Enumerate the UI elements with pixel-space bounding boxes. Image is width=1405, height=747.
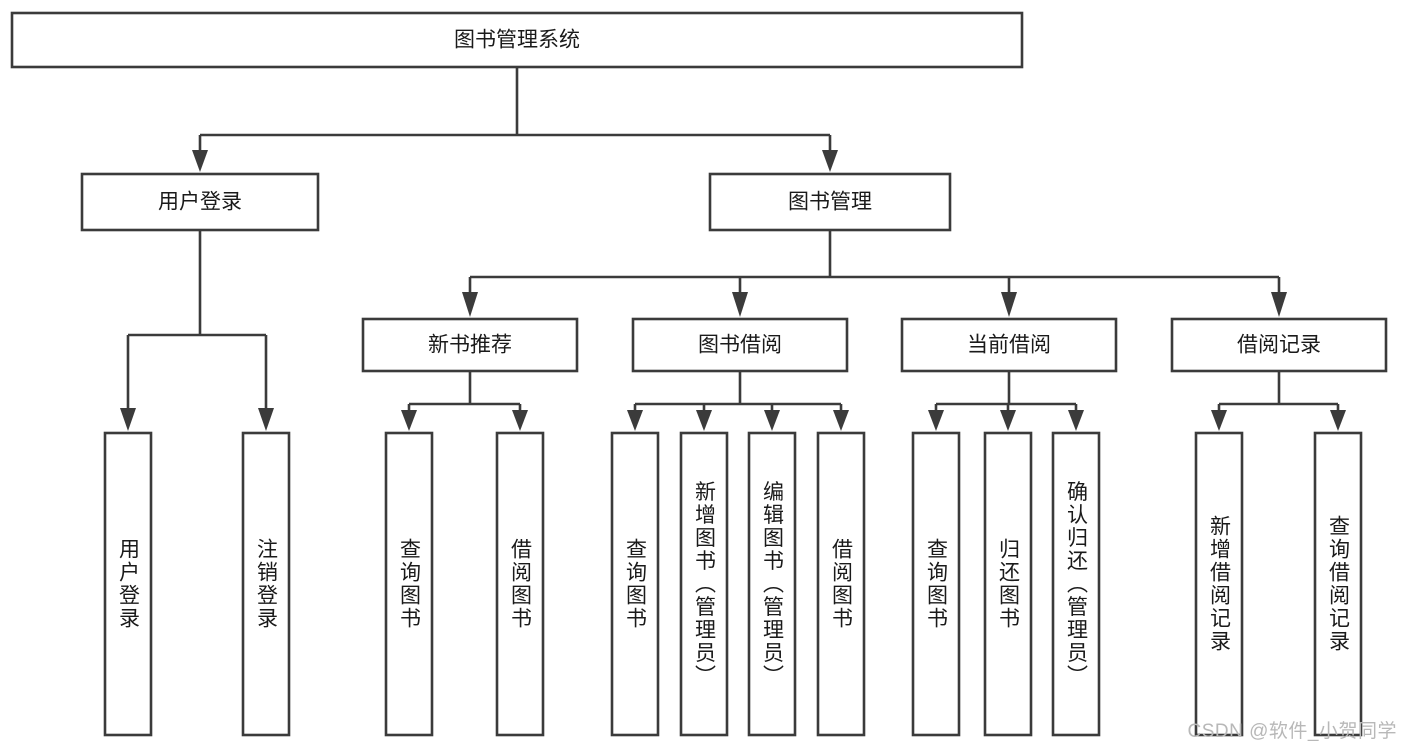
node-borrow-record-label: 借阅记录 (1237, 334, 1321, 357)
node-book-manage-label: 图书管理 (788, 191, 872, 214)
node-user-login[interactable]: 用户登录 (80, 172, 320, 232)
node-leaf-borrow-book-2[interactable]: 借阅图书 (816, 431, 866, 737)
node-book-borrow-box[interactable] (631, 317, 849, 373)
node-leaf-borrow-book-2-label: 借阅图书 (830, 538, 854, 630)
node-leaf-user-logout-box[interactable] (241, 431, 291, 737)
node-current-borrow-box[interactable] (900, 317, 1118, 373)
node-user-login-label: 用户登录 (158, 191, 242, 214)
node-leaf-add-book-label: 新增图书（管理员） (693, 481, 717, 688)
arrowhead-to-leaf-user-logout (258, 408, 274, 431)
node-book-borrow[interactable]: 图书借阅 (631, 317, 849, 373)
node-current-borrow-label: 当前借阅 (967, 334, 1051, 357)
node-new-book-rec-label: 新书推荐 (428, 334, 512, 357)
node-leaf-user-logout-label: 注销登录 (255, 538, 279, 630)
node-current-borrow[interactable]: 当前借阅 (900, 317, 1118, 373)
arrowhead-to-leaf-user-login (120, 408, 136, 431)
node-leaf-add-record-box[interactable] (1194, 431, 1244, 737)
node-leaf-add-record[interactable]: 新增借阅记录 (1194, 431, 1244, 737)
node-leaf-confirm-return[interactable]: 确认归还（管理员） (1051, 431, 1101, 737)
node-leaf-query-book-3-box[interactable] (911, 431, 961, 737)
edge-book-borrow-to-leaves (633, 371, 843, 410)
arrowhead-root-to-user-login (192, 150, 208, 172)
connector-layer (120, 67, 1346, 431)
node-leaf-borrow-book-2-box[interactable] (816, 431, 866, 737)
edge-book-manage-to-level3 (468, 230, 1281, 292)
arrowhead-to-leaf-borrow-book-2 (833, 410, 849, 431)
arrowhead-root-to-book-manage (822, 150, 838, 172)
node-leaf-query-record-box[interactable] (1313, 431, 1363, 737)
arrowhead-to-leaf-return-book (1000, 410, 1016, 431)
node-leaf-edit-book-box[interactable] (747, 431, 797, 737)
arrowhead-to-leaf-edit-book (764, 410, 780, 431)
node-leaf-query-book-1-label: 查询图书 (398, 538, 422, 630)
node-leaf-query-record-label: 查询借阅记录 (1327, 515, 1351, 653)
arrowhead-to-leaf-add-record (1211, 410, 1227, 431)
node-leaf-edit-book[interactable]: 编辑图书（管理员） (747, 431, 797, 737)
node-borrow-record-box[interactable] (1170, 317, 1388, 373)
node-leaf-query-book-2[interactable]: 查询图书 (610, 431, 660, 737)
arrowhead-to-leaf-query-book-2 (627, 410, 643, 431)
node-leaf-user-login[interactable]: 用户登录 (103, 431, 153, 737)
node-leaf-add-book-box[interactable] (679, 431, 729, 737)
node-leaf-borrow-book-1-box[interactable] (495, 431, 545, 737)
edge-user-login-to-leaves (126, 230, 268, 408)
arrowhead-to-leaf-query-book-1 (401, 410, 417, 431)
node-leaf-borrow-book-1[interactable]: 借阅图书 (495, 431, 545, 737)
node-root[interactable]: 图书管理系统 (10, 11, 1024, 69)
edge-current-borrow-to-leaves (934, 371, 1078, 410)
node-leaf-confirm-return-box[interactable] (1051, 431, 1101, 737)
node-leaf-query-book-2-label: 查询图书 (624, 538, 648, 630)
node-leaf-user-login-box[interactable] (103, 431, 153, 737)
edge-borrow-record-to-leaves (1217, 371, 1340, 410)
node-borrow-record[interactable]: 借阅记录 (1170, 317, 1388, 373)
arrowhead-to-new-book-rec (462, 292, 478, 317)
node-leaf-borrow-book-1-label: 借阅图书 (509, 538, 533, 630)
node-leaf-return-book-label: 归还图书 (997, 538, 1021, 630)
node-new-book-rec-box[interactable] (361, 317, 579, 373)
node-leaf-query-book-3-label: 查询图书 (925, 538, 949, 630)
node-leaf-user-login-label: 用户登录 (117, 538, 141, 630)
node-root-label: 图书管理系统 (454, 29, 580, 52)
edge-root-to-level2 (198, 67, 832, 150)
node-book-borrow-label: 图书借阅 (698, 334, 782, 357)
arrowhead-to-leaf-confirm-return (1068, 410, 1084, 431)
node-leaf-return-book[interactable]: 归还图书 (983, 431, 1033, 737)
edge-new-book-rec-to-leaves (407, 371, 522, 410)
node-leaf-add-record-label: 新增借阅记录 (1208, 515, 1232, 653)
node-book-manage[interactable]: 图书管理 (708, 172, 952, 232)
node-book-manage-box[interactable] (708, 172, 952, 232)
arrowhead-to-current-borrow (1001, 292, 1017, 317)
arrowhead-to-leaf-borrow-book-1 (512, 410, 528, 431)
node-leaf-add-book[interactable]: 新增图书（管理员） (679, 431, 729, 737)
arrowhead-to-book-borrow (732, 292, 748, 317)
node-leaf-query-book-2-box[interactable] (610, 431, 660, 737)
node-leaf-return-book-box[interactable] (983, 431, 1033, 737)
node-new-book-rec[interactable]: 新书推荐 (361, 317, 579, 373)
node-leaf-query-record[interactable]: 查询借阅记录 (1313, 431, 1363, 737)
node-leaf-query-book-1[interactable]: 查询图书 (384, 431, 434, 737)
node-leaf-edit-book-label: 编辑图书（管理员） (761, 481, 785, 688)
node-root-box[interactable] (10, 11, 1024, 69)
arrowhead-to-leaf-add-book (696, 410, 712, 431)
node-leaf-query-book-1-box[interactable] (384, 431, 434, 737)
node-leaf-user-logout[interactable]: 注销登录 (241, 431, 291, 737)
arrowhead-to-borrow-record (1271, 292, 1287, 317)
node-user-login-box[interactable] (80, 172, 320, 232)
node-leaf-confirm-return-label: 确认归还（管理员） (1065, 481, 1089, 688)
arrowhead-to-leaf-query-book-3 (928, 410, 944, 431)
node-leaf-query-book-3[interactable]: 查询图书 (911, 431, 961, 737)
arrowhead-to-leaf-query-record (1330, 410, 1346, 431)
